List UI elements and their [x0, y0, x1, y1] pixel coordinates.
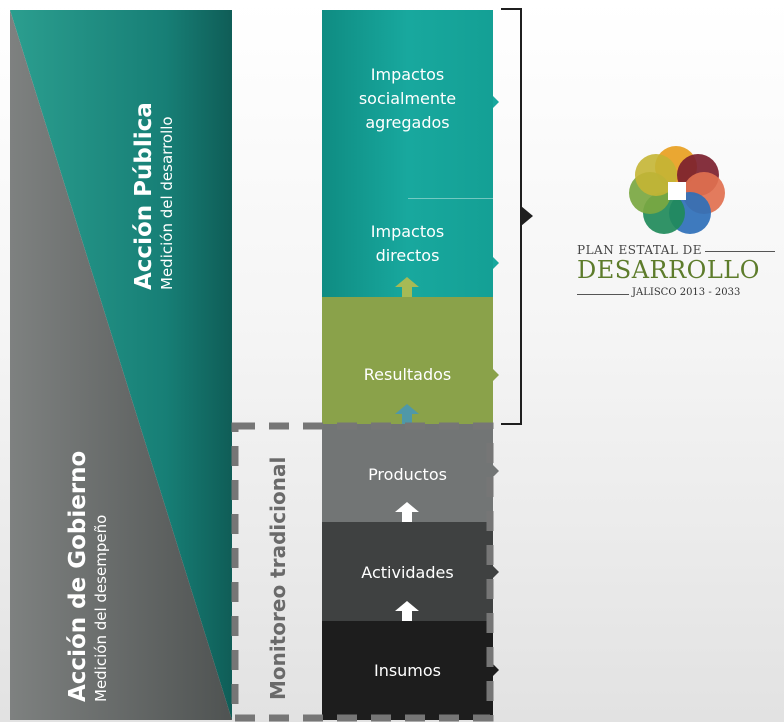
block-label-impactos-directos: Impactos directos	[370, 222, 445, 265]
up-arrow-icon	[395, 601, 419, 621]
right-bracket	[501, 8, 522, 425]
block-label-productos: Productos	[368, 465, 447, 484]
accion-gobierno-panel	[10, 10, 232, 720]
accion-gobierno-title: Acción de Gobierno	[65, 450, 91, 702]
accion-publica-subtitle: Medición del desarrollo	[158, 116, 176, 290]
pointer-resultados	[493, 369, 499, 381]
block-label-impactos-agregados: Impactos socialmente agregados	[358, 65, 457, 132]
up-arrow-icon	[395, 277, 419, 297]
bracket-pointer	[521, 206, 533, 226]
pointer-actividades	[493, 566, 499, 578]
block-label-insumos: Insumos	[373, 661, 442, 680]
logo-rule-bottom	[577, 294, 629, 295]
accion-gobierno-subtitle: Medición del desempeño	[92, 514, 110, 702]
pointer-impactos-directos	[493, 257, 499, 269]
up-arrow-icon	[395, 502, 419, 522]
accion-gobierno-label: Acción de Gobierno Medición del desempeñ…	[64, 451, 110, 702]
accion-publica-label: Acción Pública Medición del desarrollo	[130, 102, 176, 290]
block-insumos	[322, 621, 493, 720]
pointer-impactos-agregados	[493, 96, 499, 108]
pointer-insumos	[493, 664, 499, 676]
block-label-resultados: Resultados	[363, 365, 452, 384]
logo-plan-estatal-text: PLAN ESTATAL DE	[577, 243, 703, 257]
logo-rule-top	[705, 251, 775, 252]
monitoreo-tradicional-label: Monitoreo tradicional	[266, 456, 290, 700]
block-resultados	[322, 297, 493, 424]
accion-publica-title: Acción Pública	[131, 102, 157, 290]
block-impactos-agregados	[322, 10, 493, 199]
pointer-productos	[493, 465, 499, 477]
up-arrow-icon	[395, 404, 419, 424]
logo-jalisco-years-text: JALISCO 2013 - 2033	[632, 287, 741, 298]
block-label-actividades: Actividades	[361, 563, 454, 582]
logo-desarrollo-text: DESARROLLO	[577, 256, 760, 284]
plan-estatal-logo-icon	[629, 146, 725, 234]
